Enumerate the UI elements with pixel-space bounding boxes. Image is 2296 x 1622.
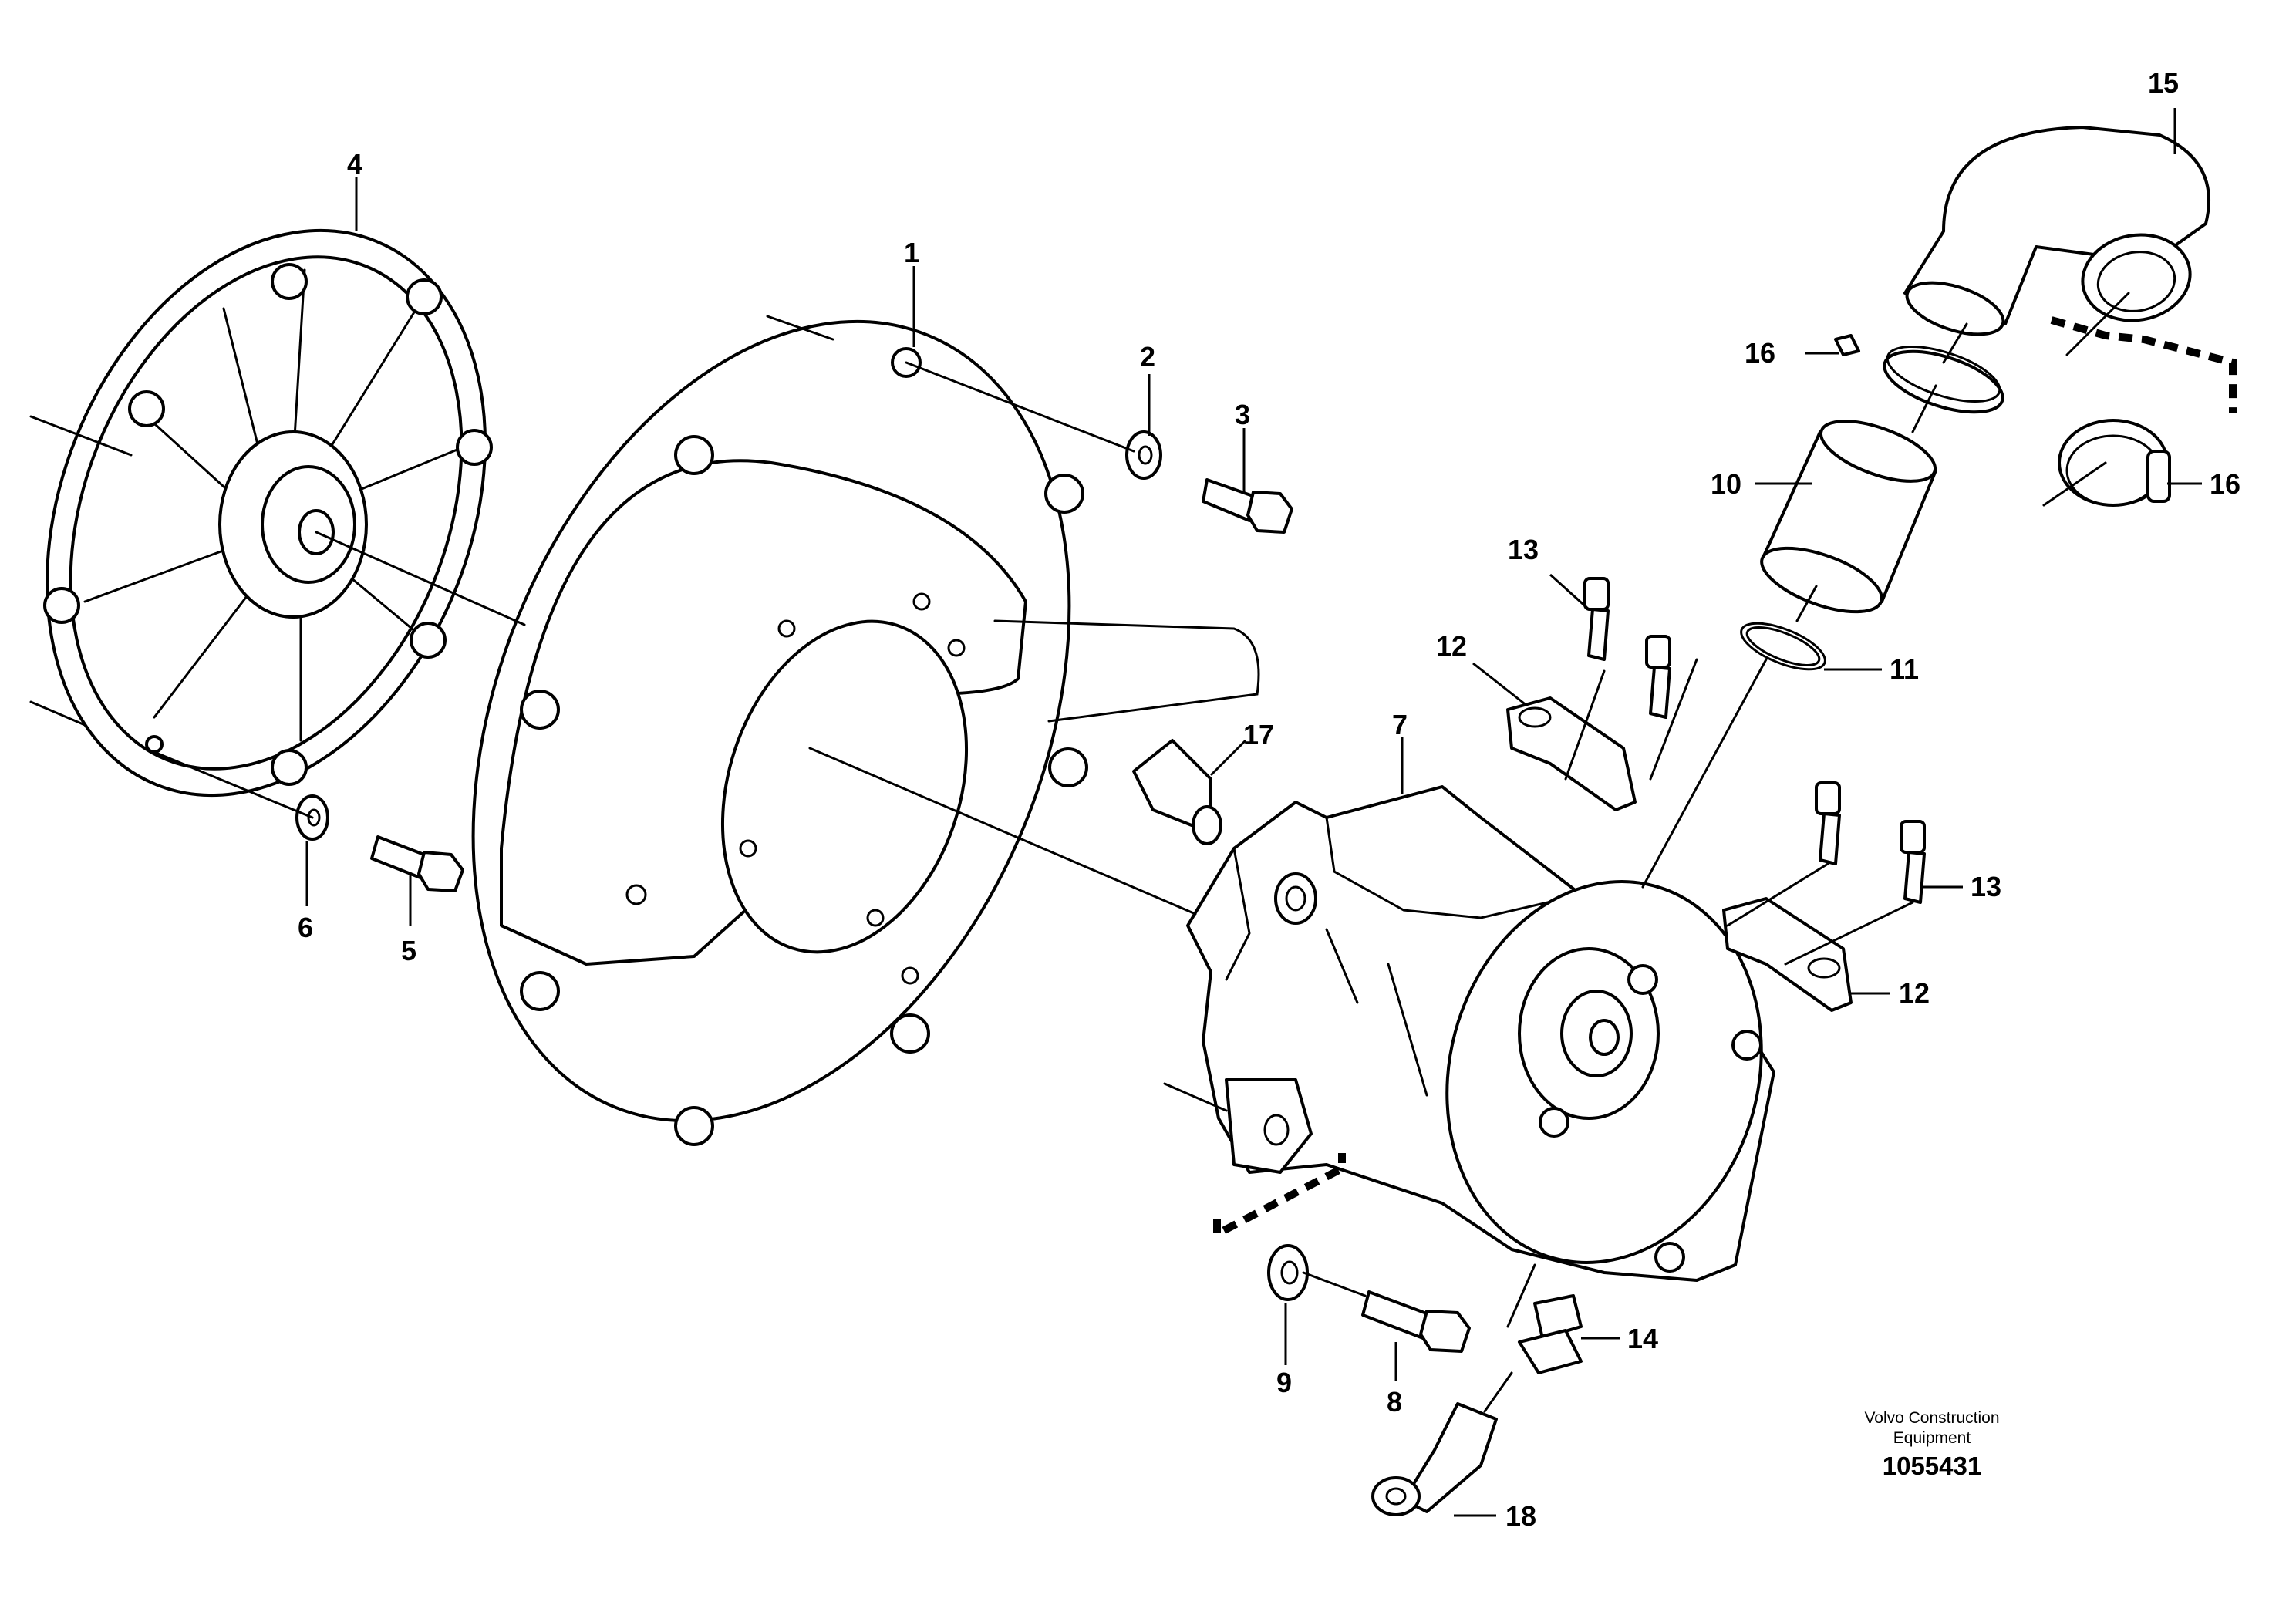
callout-17: 17 bbox=[1243, 719, 1274, 750]
company-name-line1: Volvo Construction bbox=[1864, 1409, 1999, 1427]
callout-14: 14 bbox=[1627, 1323, 1658, 1354]
callout-2: 2 bbox=[1140, 341, 1155, 373]
part-5-bolt bbox=[370, 835, 464, 892]
part-12-clamp-lower bbox=[1722, 897, 1853, 1012]
callout-1: 1 bbox=[904, 237, 919, 268]
document-number: 1055431 bbox=[1883, 1452, 1981, 1480]
part-10-suction-adapter bbox=[1760, 420, 1937, 614]
part-12-clamp-upper bbox=[1506, 696, 1637, 811]
part-17-elbow-fitting bbox=[1132, 739, 1222, 845]
part-7-hydraulic-pump bbox=[1186, 785, 1775, 1282]
assembly-guide-lines bbox=[29, 292, 2237, 1413]
part-9-lock-washer bbox=[1267, 1244, 1309, 1301]
callout-16b: 16 bbox=[2210, 468, 2240, 500]
part-13-screw-d bbox=[1900, 820, 1926, 904]
callout-16a: 16 bbox=[1745, 337, 1775, 369]
publisher-credit: Volvo Construction Equipment 1055431 bbox=[1864, 1409, 1999, 1480]
callout-3: 3 bbox=[1235, 399, 1250, 430]
callout-9: 9 bbox=[1276, 1367, 1292, 1398]
part-13-screw-c bbox=[1815, 781, 1841, 865]
callout-10: 10 bbox=[1711, 468, 1741, 500]
part-13-screw-a bbox=[1583, 577, 1610, 661]
callout-12a: 12 bbox=[1436, 630, 1467, 662]
callout-15: 15 bbox=[2148, 67, 2179, 99]
part-8-bolt bbox=[1361, 1290, 1471, 1353]
part-18-elbow-fitting bbox=[1371, 1402, 1498, 1516]
part-11-o-ring bbox=[1740, 622, 1826, 671]
callout-12b: 12 bbox=[1899, 977, 1930, 1009]
callout-5: 5 bbox=[401, 935, 416, 966]
callout-11: 11 bbox=[1890, 653, 1919, 685]
part-3-bolt bbox=[1202, 478, 1293, 534]
part-4-coupling-flange bbox=[43, 228, 493, 798]
part-2-washer bbox=[1125, 430, 1162, 480]
part-13-screw-b bbox=[1645, 635, 1671, 719]
callout-8: 8 bbox=[1387, 1386, 1402, 1418]
part-15-elbow-hose bbox=[1903, 126, 2210, 336]
callout-13a: 13 bbox=[1508, 534, 1539, 565]
callout-18: 18 bbox=[1505, 1500, 1536, 1532]
callout-numbers: 1 2 3 4 5 6 7 8 9 10 11 12 12 13 13 14 1… bbox=[298, 67, 2240, 1532]
company-name-line2: Equipment bbox=[1893, 1429, 1971, 1447]
callout-6: 6 bbox=[298, 912, 313, 943]
callout-4: 4 bbox=[347, 148, 362, 180]
callout-13b: 13 bbox=[1971, 871, 2001, 902]
part-16-hose-clamp-lower bbox=[2058, 419, 2171, 507]
part-1-mounting-plate bbox=[471, 319, 1260, 1146]
callout-7: 7 bbox=[1392, 709, 1408, 740]
part-14-nipple bbox=[1518, 1294, 1583, 1374]
callout-leaders bbox=[305, 108, 2202, 1517]
